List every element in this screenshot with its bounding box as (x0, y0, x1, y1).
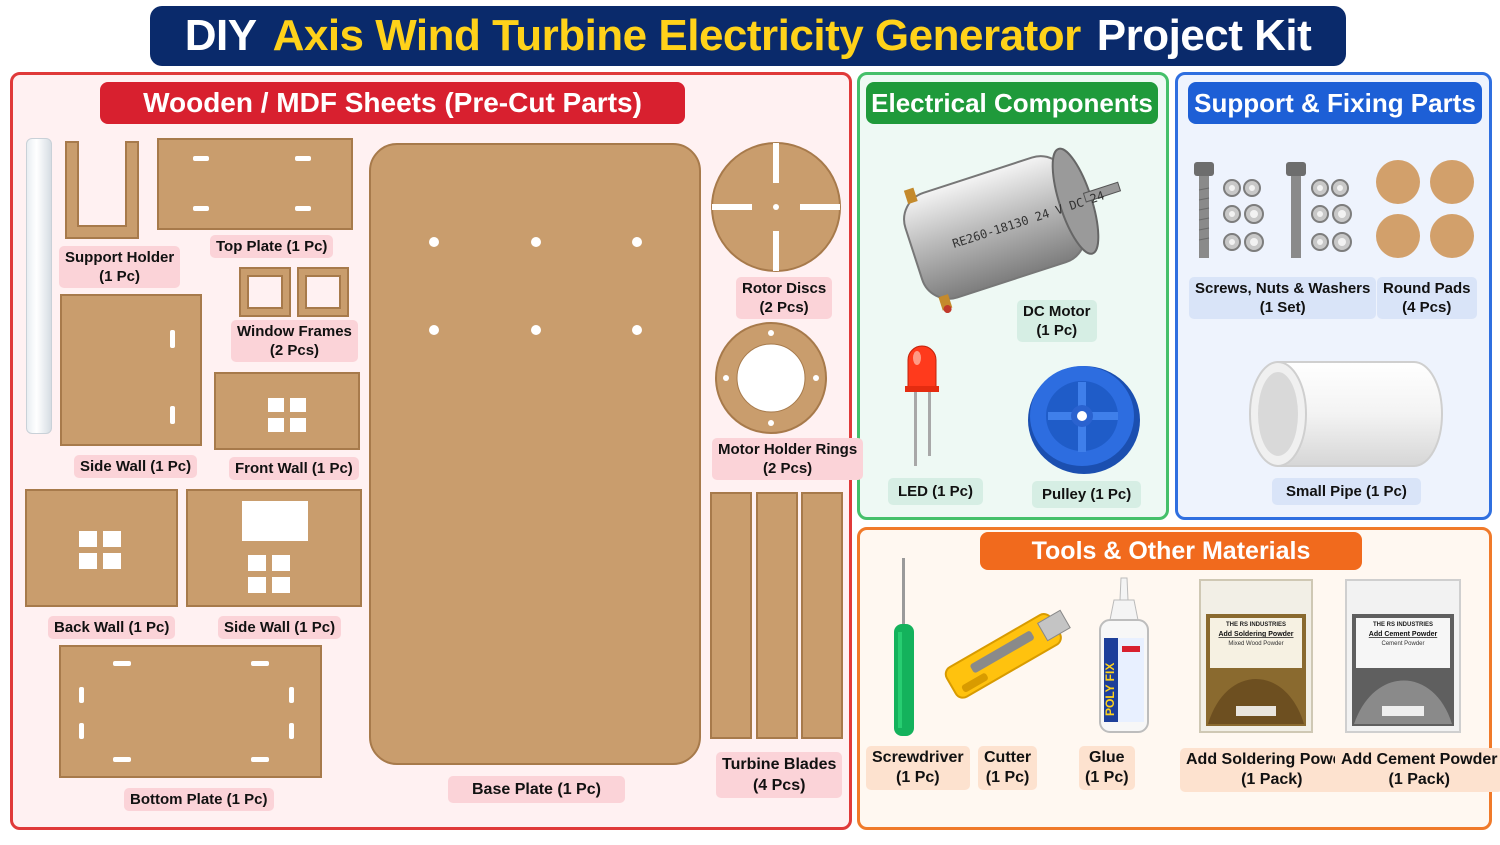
round-pads-label: Round Pads(4 Pcs) (1377, 277, 1477, 319)
electrical-section-title: Electrical Components (866, 82, 1158, 124)
screws-nuts-label: Screws, Nuts & Washers(1 Set) (1189, 277, 1377, 319)
turbine-blade-piece-1 (710, 492, 752, 739)
round-pads-icon (1376, 160, 1474, 258)
back-wall-label: Back Wall (1 Pc) (48, 616, 176, 639)
glue-brand-text: POLY FIX (1103, 663, 1117, 716)
soldering-powder-label: Add Soldering Powder(1 Pack) (1180, 748, 1364, 792)
screwdriver-icon (894, 558, 914, 736)
soldering-bag-icon: THE RS INDUSTRIES Add Soldering Powder M… (1199, 579, 1313, 733)
pulley-label: Pulley (1 Pc) (1032, 481, 1142, 508)
cement-powder-label: Add Cement Powder(1 Pack) (1335, 748, 1500, 792)
cutter-label: Cutter(1 Pc) (978, 746, 1038, 790)
dc-motor-icon: RE260-18130 24 V DC 24 (903, 147, 1122, 314)
page-title: DIY Axis Wind Turbine Electricity Genera… (150, 6, 1346, 66)
soldering-bag-title: Add Soldering Powder (1218, 631, 1293, 638)
front-wall-label: Front Wall (1 Pc) (229, 457, 359, 480)
screwdriver-label: Screwdriver(1 Pc) (866, 746, 970, 790)
tools-section-title: Tools & Other Materials (980, 532, 1362, 570)
top-plate-piece (157, 138, 353, 230)
dc-motor-label: DC Motor(1 Pc) (1017, 300, 1097, 342)
base-plate-label: Base Plate (1 Pc) (448, 776, 625, 803)
cement-bag-sub: Cement Powder (1381, 641, 1424, 647)
back-wall-piece (25, 489, 178, 607)
cement-bag-company: THE RS INDUSTRIES (1373, 622, 1433, 628)
screws-nuts-icon (1194, 162, 1352, 258)
soldering-bag-company: THE RS INDUSTRIES (1226, 622, 1286, 628)
turbine-blade-piece-2 (756, 492, 798, 739)
led-label: LED (1 Pc) (888, 478, 984, 505)
support-holder-label: Support Holder(1 Pc) (59, 246, 181, 288)
side-wall-piece-1 (60, 294, 202, 446)
side-wall-label-1: Side Wall (1 Pc) (74, 455, 198, 478)
rotor-discs-label: Rotor Discs(2 Pcs) (736, 277, 833, 319)
bottom-plate-label: Bottom Plate (1 Pc) (124, 788, 274, 811)
base-plate-piece (369, 143, 701, 765)
side-wall-label-2: Side Wall (1 Pc) (218, 616, 342, 639)
motor-holder-rings-label: Motor Holder Rings(2 Pcs) (712, 438, 864, 480)
led-icon (905, 345, 939, 466)
glue-label: Glue(1 Pc) (1079, 746, 1135, 790)
cutter-icon (944, 609, 1071, 699)
glue-stick-tube (26, 138, 52, 434)
turbine-blade-piece-3 (801, 492, 843, 739)
window-frames-piece (239, 267, 349, 317)
pulley-icon (1028, 366, 1140, 474)
motor-holder-ring-piece (715, 322, 827, 434)
soldering-bag-sub: Mixed Wood Powder (1228, 641, 1283, 647)
cement-bag-title: Add Cement Powder (1369, 631, 1438, 638)
title-prefix: DIY (184, 11, 257, 60)
front-wall-piece (214, 372, 360, 450)
glue-bottle-icon: POLY FIX (1099, 577, 1149, 733)
side-wall-piece-2 (186, 489, 362, 607)
cement-bag-icon: THE RS INDUSTRIES Add Cement Powder Ceme… (1345, 579, 1461, 733)
turbine-blades-label: Turbine Blades(4 Pcs) (716, 752, 843, 798)
title-highlight: Axis Wind Turbine Electricity Generator (272, 11, 1082, 60)
bottom-plate-piece (59, 645, 322, 778)
support-section-title: Support & Fixing Parts (1188, 82, 1482, 124)
window-frames-label: Window Frames(2 Pcs) (231, 320, 358, 362)
small-pipe-label: Small Pipe (1 Pc) (1272, 478, 1421, 505)
wood-section-title: Wooden / MDF Sheets (Pre-Cut Parts) (100, 82, 685, 124)
rotor-disc-piece (711, 142, 841, 272)
support-holder-piece (65, 141, 139, 239)
title-suffix: Project Kit (1096, 11, 1312, 60)
top-plate-label: Top Plate (1 Pc) (210, 235, 334, 258)
pipe-icon (1249, 361, 1443, 467)
